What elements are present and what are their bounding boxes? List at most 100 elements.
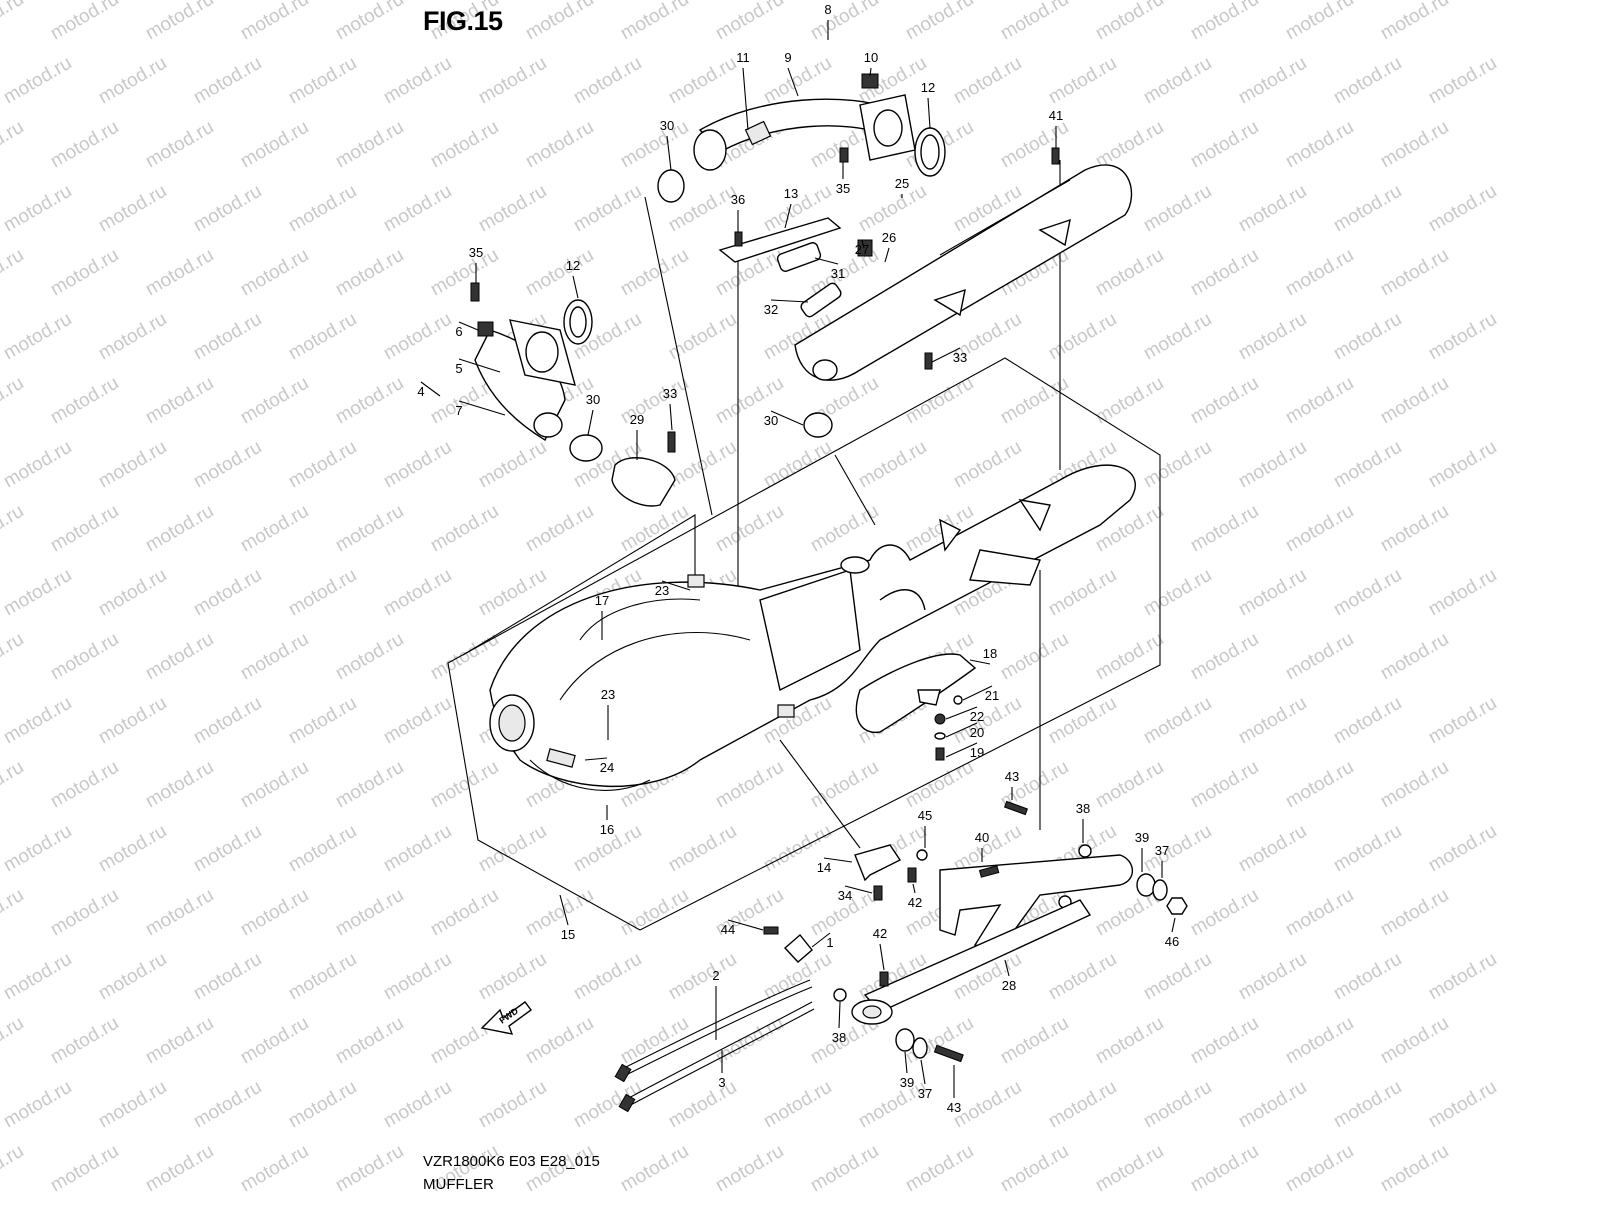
watermark-text: motod.ru: [1377, 245, 1452, 301]
watermark-text: motod.ru: [190, 1077, 265, 1133]
watermark-text: motod.ru: [1045, 53, 1120, 109]
leader-line: [904, 1051, 908, 1074]
watermark-text: motod.ru: [0, 1077, 75, 1133]
watermark-text: motod.ru: [712, 0, 787, 44]
watermark-text: motod.ru: [1092, 0, 1167, 44]
gasket-inner: [569, 306, 587, 338]
watermark-text: motod.ru: [332, 1141, 407, 1197]
part-6-cushion: [477, 321, 494, 337]
watermark-text: motod.ru: [1187, 117, 1262, 173]
watermark-text: motod.ru: [1377, 117, 1452, 173]
watermark-text: motod.ru: [1235, 565, 1310, 621]
watermark-text: motod.ru: [0, 693, 75, 749]
watermark-text: motod.ru: [617, 1141, 692, 1197]
callout-40: 40: [975, 830, 989, 845]
watermark-text: motod.ru: [0, 949, 75, 1005]
watermark-text: motod.ru: [1187, 501, 1262, 557]
callout-29: 29: [630, 412, 644, 427]
watermark-text: motod.ru: [285, 693, 360, 749]
watermark-text: motod.ru: [950, 1077, 1025, 1133]
watermark-text: motod.ru: [0, 0, 27, 44]
bush-39-lower: [895, 1028, 915, 1052]
bracket-14: [854, 844, 902, 882]
callout-43: 43: [947, 1100, 961, 1115]
watermark-text: motod.ru: [807, 501, 882, 557]
watermark-text: motod.ru: [47, 373, 122, 429]
watermark-text: motod.ru: [1377, 629, 1452, 685]
pipe-16-lower-contour: [529, 759, 651, 791]
watermark-text: motod.ru: [380, 693, 455, 749]
bolt-33-upper: [924, 352, 933, 370]
leader-line: [584, 757, 608, 761]
watermark-text: motod.ru: [1045, 565, 1120, 621]
watermark-text: motod.ru: [1235, 821, 1310, 877]
watermark-text: motod.ru: [285, 949, 360, 1005]
watermark-text: motod.ru: [427, 245, 502, 301]
watermark-text: motod.ru: [427, 885, 502, 941]
watermark-text: motod.ru: [1377, 1141, 1452, 1197]
watermark-text: motod.ru: [332, 373, 407, 429]
clamp-29: [611, 457, 676, 507]
watermark-text: motod.ru: [1187, 629, 1262, 685]
leader-line: [945, 742, 978, 758]
throttle-cable-3b: [626, 1008, 815, 1108]
watermark-text: motod.ru: [380, 309, 455, 365]
watermark-text: motod.ru: [570, 1077, 645, 1133]
watermark-text: motod.ru: [1330, 309, 1405, 365]
watermark-text: motod.ru: [95, 565, 170, 621]
callout-10: 10: [864, 50, 878, 65]
leader-line: [945, 722, 978, 738]
watermark-text: motod.ru: [1140, 53, 1215, 109]
leader-line: [823, 857, 853, 863]
watermark-text: motod.ru: [1187, 245, 1262, 301]
watermark-text: motod.ru: [190, 53, 265, 109]
watermark-text: motod.ru: [332, 757, 407, 813]
callout-15: 15: [561, 927, 575, 942]
leader-line: [838, 1001, 841, 1029]
watermark-text: motod.ru: [142, 1013, 217, 1069]
watermark-text: motod.ru: [190, 949, 265, 1005]
watermark-text: motod.ru: [1235, 53, 1310, 109]
watermark-text: motod.ru: [760, 437, 835, 493]
watermark-text: motod.ru: [1330, 1077, 1405, 1133]
watermark-text: motod.ru: [1282, 245, 1357, 301]
leader-line: [969, 659, 991, 665]
callout-39: 39: [1135, 830, 1149, 845]
guide-line: [644, 196, 713, 516]
bolt-43-upper: [1003, 800, 1029, 816]
watermark-text: motod.ru: [332, 629, 407, 685]
watermark-text: motod.ru: [1045, 1077, 1120, 1133]
watermark-text: motod.ru: [617, 245, 692, 301]
leader-line: [458, 321, 479, 331]
watermark-text: motod.ru: [997, 629, 1072, 685]
watermark-text: motod.ru: [142, 0, 217, 44]
leader-line: [920, 1059, 926, 1085]
watermark-text: motod.ru: [950, 53, 1025, 109]
leader-line: [770, 410, 804, 426]
leader-line: [559, 894, 569, 926]
screw-36: [734, 231, 743, 247]
watermark-text: motod.ru: [475, 565, 550, 621]
muffler-assembly-drawing: FWD: [447, 73, 1188, 1113]
watermark-text: motod.ru: [332, 245, 407, 301]
figure-title: FIG.15: [423, 6, 503, 36]
watermark-text: motod.ru: [0, 885, 27, 941]
part-27-cushion: [857, 239, 873, 257]
bolt-42-lower: [879, 971, 889, 987]
watermark-text: motod.ru: [1330, 181, 1405, 237]
watermark-text: motod.ru: [807, 0, 882, 44]
watermark-text: motod.ru: [47, 117, 122, 173]
callout-27: 27: [855, 242, 869, 257]
joint-30-lower: [803, 412, 833, 438]
leader-line: [861, 239, 865, 249]
guide-line: [834, 454, 876, 526]
screw-44: [763, 926, 779, 935]
leader-line: [1004, 959, 1010, 977]
watermark-text: motod.ru: [285, 565, 360, 621]
watermark-text: motod.ru: [190, 565, 265, 621]
callout-30: 30: [586, 392, 600, 407]
throttle-cable-2b: [621, 986, 813, 1078]
watermark-text: motod.ru: [0, 245, 27, 301]
watermark-text: motod.ru: [997, 0, 1072, 44]
watermark-text: motod.ru: [1282, 373, 1357, 429]
